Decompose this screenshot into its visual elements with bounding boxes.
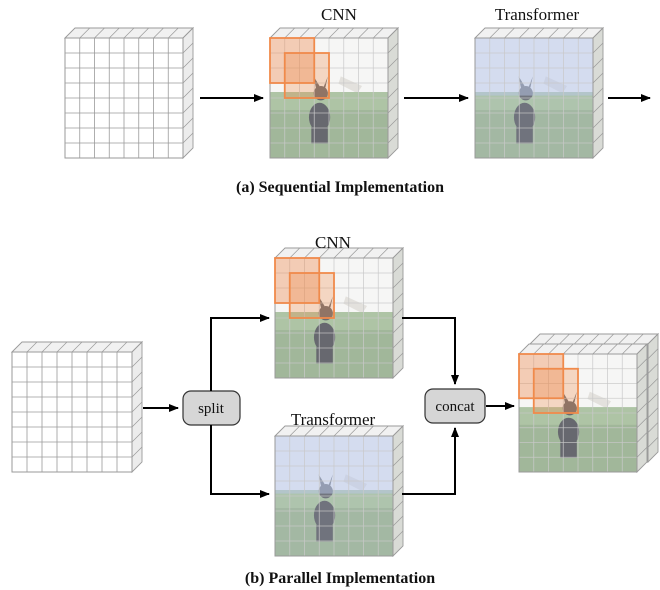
cnn-kernel-window <box>283 52 330 99</box>
transformer-title-b: Transformer <box>291 410 376 429</box>
transformer-feature-cube-b <box>273 424 405 558</box>
cnn-title-a: CNN <box>321 5 357 24</box>
caption-a: (a) Sequential Implementation <box>236 179 444 196</box>
input-feature-cube-a <box>63 26 195 160</box>
arrow-split-to-transformer <box>210 425 270 498</box>
output-stacked-feature-cube <box>517 332 660 474</box>
concat-label: concat <box>435 399 475 415</box>
arrow-cnn-to-concat <box>402 317 459 385</box>
arrow-transformer-to-concat <box>402 427 459 495</box>
transformer-feature-cube-a <box>473 26 605 160</box>
concat-node: concat <box>424 388 486 424</box>
cnn-feature-cube-b <box>273 246 405 380</box>
cnn-kernel-window <box>532 367 579 414</box>
transformer-title-a: Transformer <box>495 5 580 24</box>
cnn-kernel-window <box>518 353 565 400</box>
cnn-title-b: CNN <box>315 233 351 252</box>
cnn-kernel-window <box>274 257 321 304</box>
split-node: split <box>182 390 241 426</box>
cnn-kernel-window <box>288 272 335 319</box>
cnn-feature-cube-a <box>268 26 400 160</box>
cnn-kernel-window <box>269 37 316 84</box>
caption-b: (b) Parallel Implementation <box>245 570 435 587</box>
arrow-split-to-cnn <box>210 314 270 391</box>
input-feature-cube-b <box>10 340 144 474</box>
split-label: split <box>198 401 225 417</box>
